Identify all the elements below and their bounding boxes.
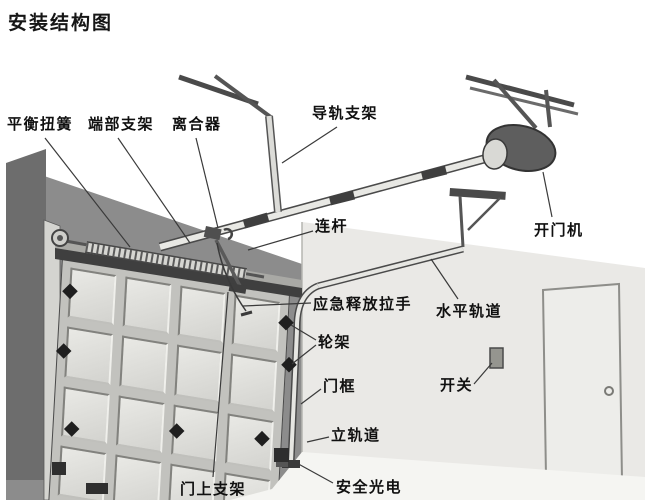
label-opener: 开门机 (534, 223, 584, 239)
floor (230, 452, 645, 500)
label-connecting-rod: 连杆 (315, 219, 349, 235)
track-wall-bracket (449, 187, 506, 248)
rail-ceiling-bracket (178, 74, 282, 213)
torsion-spring (51, 229, 265, 280)
connecting-rod (214, 239, 242, 287)
release-cord (216, 242, 253, 317)
page-title: 安装结构图 (8, 13, 114, 34)
label-door-frame: 门框 (323, 379, 357, 395)
label-switch: 开关 (440, 378, 474, 394)
label-vertical-track: 立轨道 (331, 428, 381, 444)
opener-unit (482, 124, 557, 172)
label-safety-sensor: 安全光电 (336, 480, 403, 496)
opener-hanger (465, 74, 579, 130)
door-knob (604, 386, 614, 396)
label-rail-bracket: 导轨支架 (312, 106, 379, 122)
opener-lens (482, 138, 508, 170)
wall-switch (489, 347, 504, 369)
label-horizontal-track: 水平轨道 (436, 304, 503, 320)
left-wall (6, 149, 46, 500)
label-torsion-spring: 平衡扭簧 (7, 117, 74, 133)
label-end-bracket: 端部支架 (88, 117, 155, 133)
callout-lines (44, 126, 553, 484)
trolley-clutch (203, 226, 234, 241)
door-track (282, 245, 464, 468)
bottom-brackets (52, 462, 108, 494)
safety-sensor (274, 448, 289, 467)
label-clutch: 离合器 (172, 117, 222, 133)
label-roller-bracket: 轮架 (318, 335, 352, 351)
label-emergency-release: 应急释放拉手 (313, 297, 413, 313)
label-door-top-bracket: 门上支架 (180, 482, 247, 498)
